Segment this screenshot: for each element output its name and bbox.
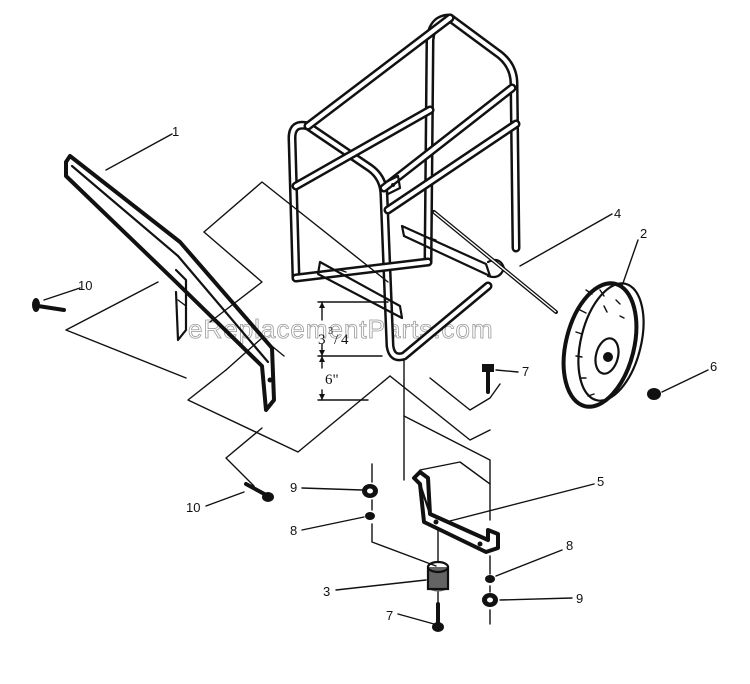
- callout-10-upper: 10: [78, 278, 92, 293]
- handle-part-1: [64, 154, 276, 412]
- dimension-upper-slash: /: [334, 332, 339, 348]
- callout-5: 5: [597, 474, 604, 489]
- callout-leaders: [43, 133, 709, 625]
- washer-part-8-right: [485, 575, 495, 583]
- washer-part-9-left: [362, 484, 378, 498]
- callout-8-right: 8: [566, 538, 573, 553]
- cap-part-6: [647, 388, 661, 400]
- callout-10-lower: 10: [186, 500, 200, 515]
- callout-1: 1: [172, 124, 179, 139]
- callout-6: 6: [710, 359, 717, 374]
- bolt-part-7-upper: [482, 364, 494, 394]
- bolt-part-10-lower: [244, 482, 274, 502]
- rubber-foot-part-3: [426, 560, 450, 592]
- callout-8-left: 8: [290, 523, 297, 538]
- axle-part-4: [432, 210, 558, 314]
- callout-2: 2: [640, 226, 647, 241]
- bolt-part-10-upper: [32, 298, 66, 312]
- dimension-upper-whole: 3: [318, 332, 326, 348]
- bolt-part-7-lower: [432, 602, 444, 632]
- dimension-markers: [317, 301, 389, 401]
- dimension-upper-denominator: 4: [341, 332, 349, 348]
- callout-4: 4: [614, 206, 621, 221]
- frame-assembly: [287, 13, 521, 362]
- dimension-lower: 6": [325, 372, 339, 388]
- support-bracket-part-5: [412, 470, 500, 554]
- callout-7-upper: 7: [522, 364, 529, 379]
- washer-part-9-right: [482, 593, 498, 607]
- callout-9-left: 9: [290, 480, 297, 495]
- wheel-part-2: [561, 281, 645, 409]
- dimension-upper-numerator: 3: [328, 326, 333, 337]
- assembly-guide-lines: [65, 181, 501, 625]
- callout-3: 3: [323, 584, 330, 599]
- callout-7-lower: 7: [386, 608, 393, 623]
- callout-9-right: 9: [576, 591, 583, 606]
- washer-part-8-left: [365, 512, 375, 520]
